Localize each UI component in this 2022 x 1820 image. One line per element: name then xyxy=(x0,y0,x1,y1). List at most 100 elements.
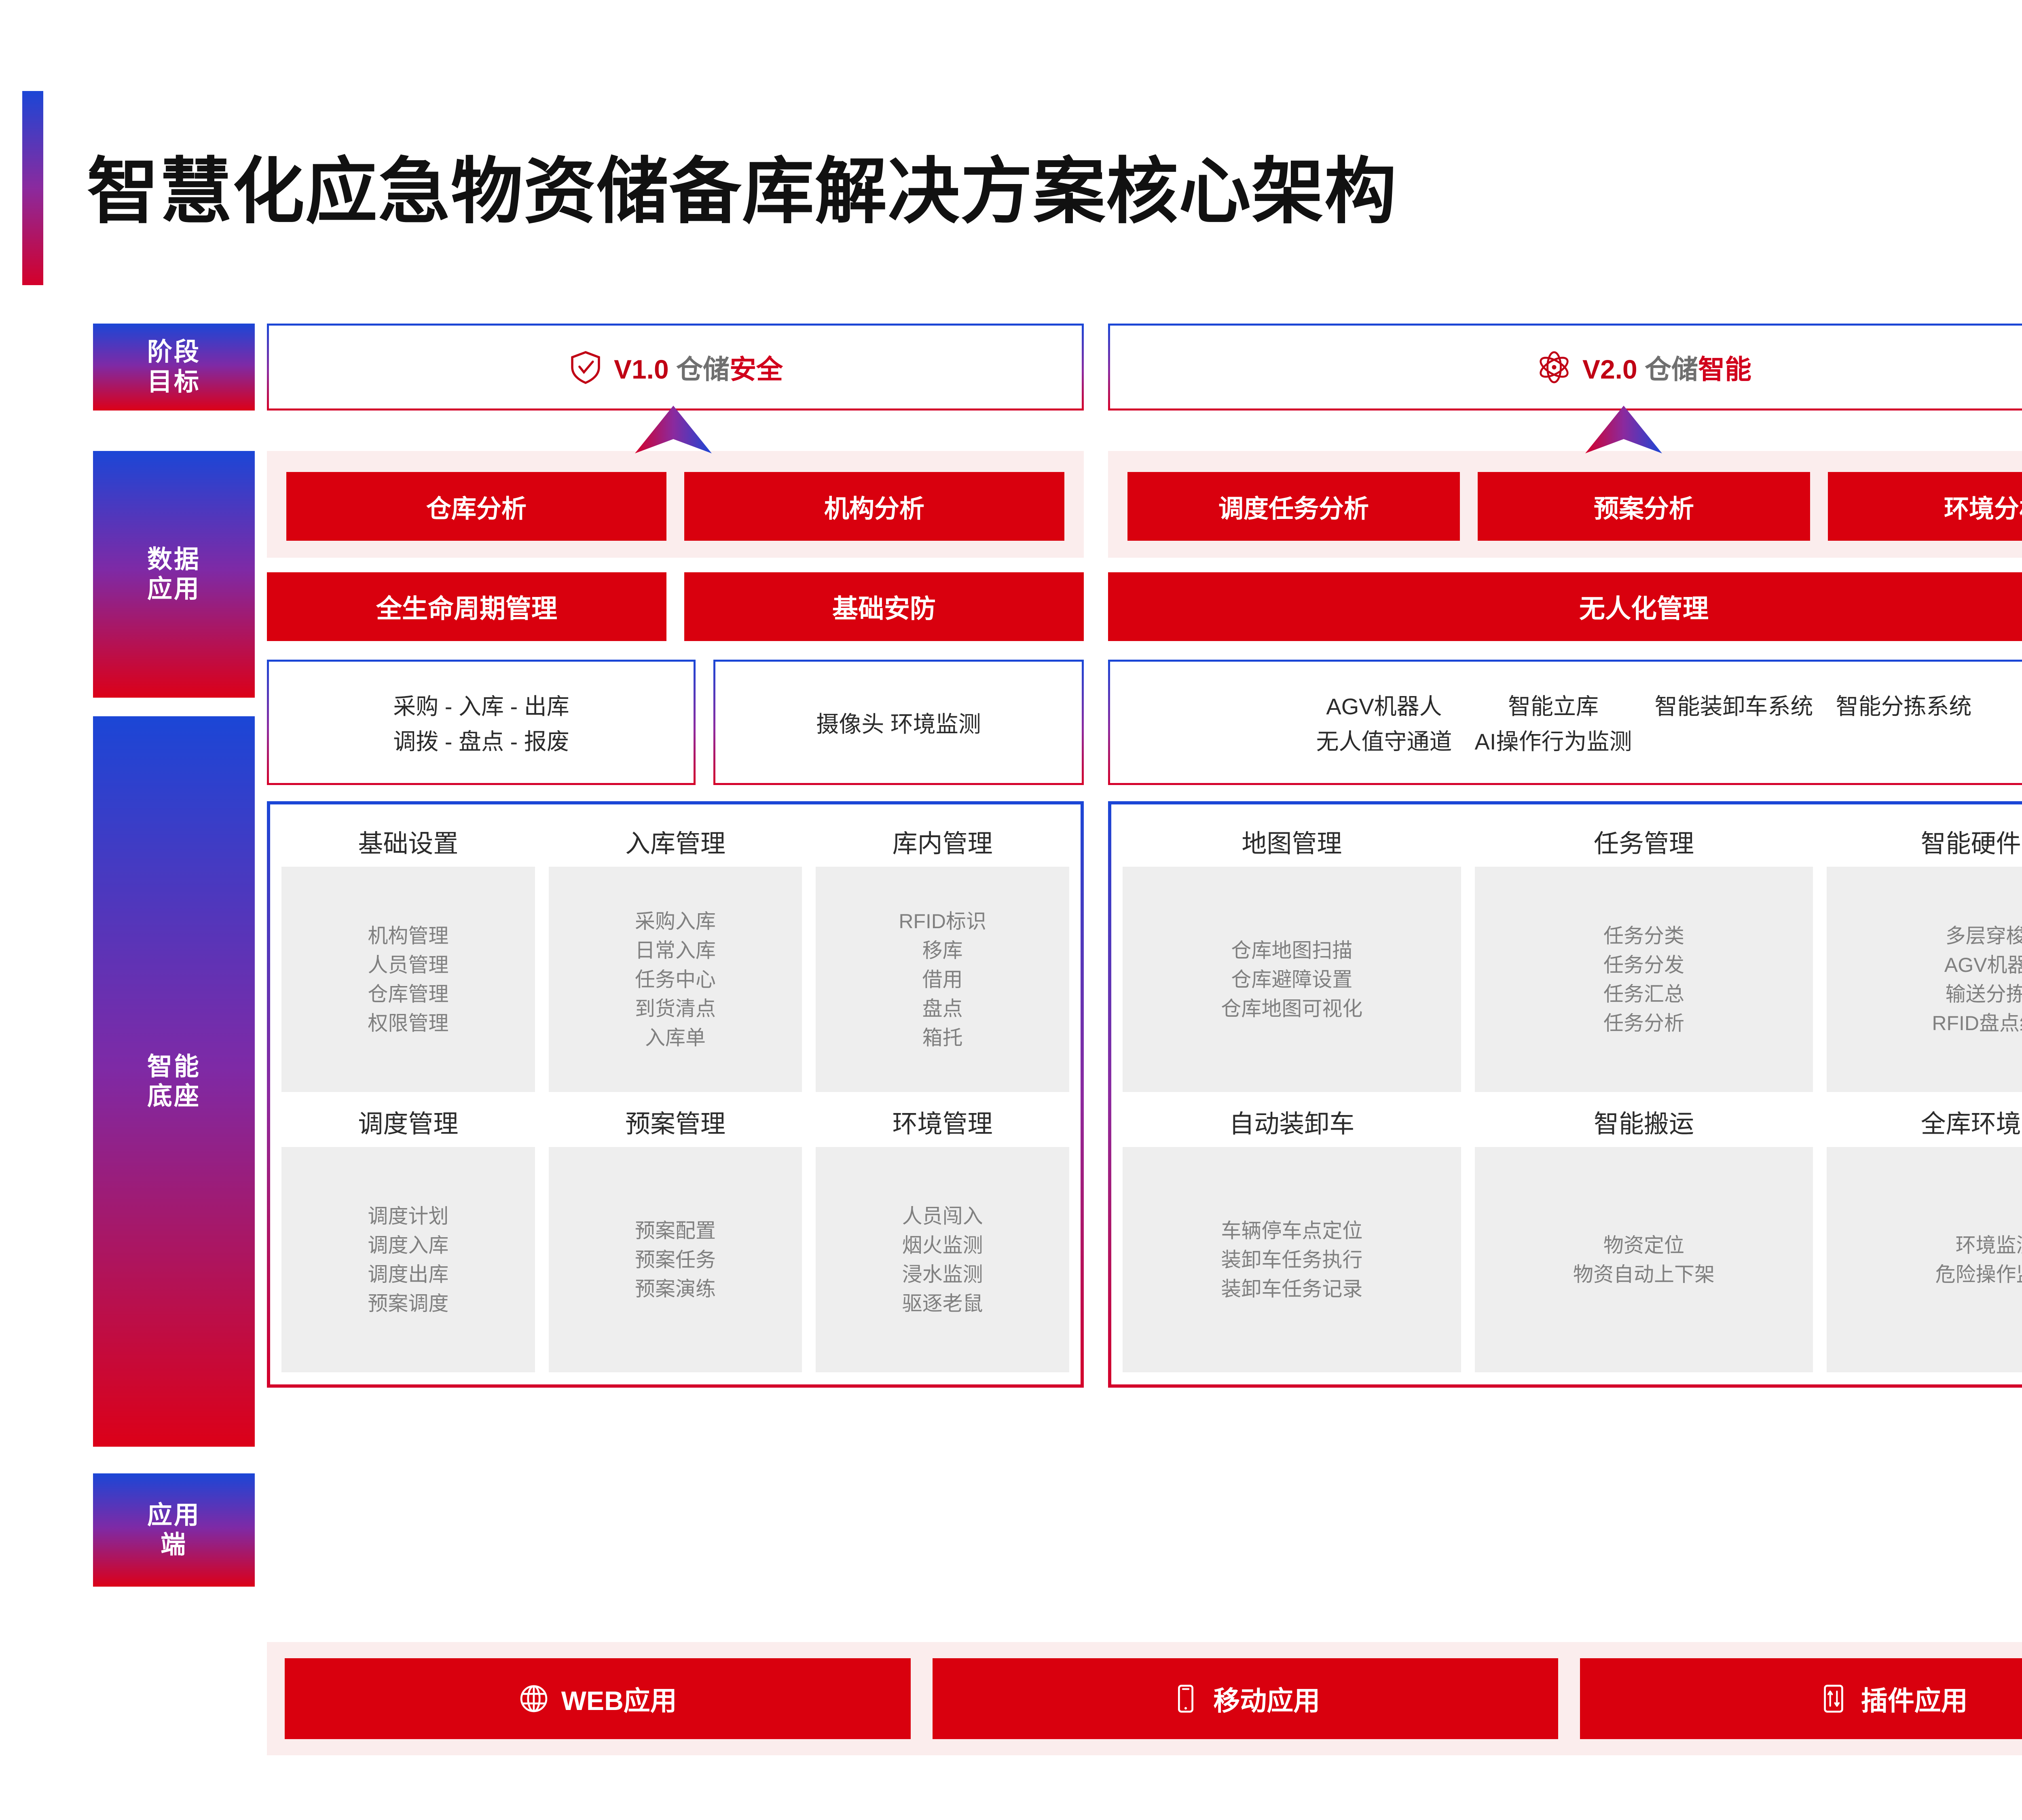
module-panel-v1: 基础设置 机构管理 人员管理 仓库管理 权限管理 入库管理 采购入库 日常入库 xyxy=(267,801,1084,1388)
arrow-up-icon-v2 xyxy=(1585,406,1662,453)
module-cell[interactable]: 智能搬运 物资定位 物资自动上下架 xyxy=(1474,1098,1813,1372)
capability-group-v1: 采购 - 入库 - 出库 调拨 - 盘点 - 报废 摄像头 环境监测 xyxy=(267,660,1084,785)
app-button-label: 插件应用 xyxy=(1861,1686,1968,1716)
app-button-label: WEB应用 xyxy=(561,1686,677,1716)
atom-icon xyxy=(1540,351,1569,383)
module-cell[interactable]: 调度管理 调度计划 调度入库 调度出库 预案调度 xyxy=(281,1098,535,1372)
app-button-mobile[interactable]: 移动应用 xyxy=(932,1658,1558,1739)
sidebar-label-intelligent-base: 智能底座 xyxy=(147,1052,201,1110)
app-button-label: 移动应用 xyxy=(1213,1686,1320,1716)
capability-item: 采购 - 入库 - 出库 xyxy=(393,694,569,719)
data-chip[interactable]: 机构分析 xyxy=(684,472,1064,541)
module-title: 全库环境管理 xyxy=(1920,1110,2022,1138)
capability-row: 采购 - 入库 - 出库 调拨 - 盘点 - 报废 摄像头 环境监测 AGV机器… xyxy=(267,660,2022,785)
module-item: 环境监测 xyxy=(1955,1234,2022,1257)
module-item-list: 仓库地图扫描 仓库避障设置 仓库地图可视化 xyxy=(1123,867,1461,1092)
app-button-plugin[interactable]: 插件应用 xyxy=(1580,1658,2022,1739)
module-item: 任务分类 xyxy=(1603,924,1684,947)
sidebar-label-data-application: 数据应用 xyxy=(147,545,201,603)
capability-item: AI操作行为监测 xyxy=(1474,729,1632,754)
capability-item: 调拨 - 盘点 - 报废 xyxy=(393,729,569,754)
plugin-icon xyxy=(1824,1685,1843,1713)
capability-item-empty xyxy=(1654,724,1813,756)
data-chip[interactable]: 调度任务分析 xyxy=(1127,472,1460,541)
sidebar-item-intelligent-base[interactable]: 智能底座 xyxy=(93,716,255,1447)
module-cell[interactable]: 地图管理 仓库地图扫描 仓库避障设置 仓库地图可视化 xyxy=(1123,818,1461,1092)
module-cell[interactable]: 入库管理 采购入库 日常入库 任务中心 到货清点 入库单 xyxy=(548,818,802,1092)
module-item-list: 人员闯入 烟火监测 浸水监测 驱逐老鼠 xyxy=(816,1147,1069,1372)
module-title: 调度管理 xyxy=(358,1110,459,1138)
phase-label-v1: V1.0 仓储安全 xyxy=(614,348,783,387)
module-item-list: 环境监测 危险操作监测 xyxy=(1827,1147,2022,1372)
management-banner[interactable]: 全生命周期管理 xyxy=(267,572,666,641)
module-cell[interactable]: 库内管理 RFID标识 移库 借用 盘点 箱托 xyxy=(816,818,1069,1092)
module-item: 驱逐老鼠 xyxy=(902,1292,983,1315)
sidebar-item-application-end[interactable]: 应用端 xyxy=(93,1473,255,1587)
module-cell[interactable]: 自动装卸车 车辆停车点定位 装卸车任务执行 装卸车任务记录 xyxy=(1123,1098,1461,1372)
module-title: 库内管理 xyxy=(892,830,993,858)
phase-version-v1: V1.0 xyxy=(613,354,669,384)
module-panel-v2: 地图管理 仓库地图扫描 仓库避障设置 仓库地图可视化 任务管理 任务分类 任务分… xyxy=(1108,801,2022,1388)
globe-icon xyxy=(520,1685,547,1712)
module-item: 箱托 xyxy=(922,1026,963,1049)
module-cell[interactable]: 基础设置 机构管理 人员管理 仓库管理 权限管理 xyxy=(281,818,535,1092)
module-cell[interactable]: 环境管理 人员闯入 烟火监测 浸水监测 驱逐老鼠 xyxy=(816,1098,1069,1372)
module-item: 任务分析 xyxy=(1603,1012,1684,1035)
capability-item: 无人值守通道 xyxy=(1316,729,1452,754)
management-banner-row: 全生命周期管理 基础安防 无人化管理 AI物资需求预测 供需匹配算法模型 xyxy=(267,572,2022,641)
module-item: 调度计划 xyxy=(368,1204,449,1227)
module-item: 多层穿梭车 xyxy=(1945,924,2022,947)
capability-box-security[interactable]: 摄像头 环境监测 xyxy=(713,660,1084,785)
module-title: 预案管理 xyxy=(625,1110,725,1138)
application-endpoint-row: WEB应用 移动应用 插件应用 A xyxy=(267,1642,2022,1755)
module-row: 基础设置 机构管理 人员管理 仓库管理 权限管理 入库管理 采购入库 日常入库 xyxy=(267,801,2022,1388)
data-chip[interactable]: 仓库分析 xyxy=(286,472,666,541)
capability-item: 智能立库 xyxy=(1508,694,1599,719)
phase-label-v2: V2.0 仓储智能 xyxy=(1582,348,1751,387)
phase-version-v2: V2.0 xyxy=(1582,354,1637,384)
management-banner[interactable]: 无人化管理 xyxy=(1108,572,2022,641)
arrow-up-icon-v1 xyxy=(635,406,712,453)
data-chip[interactable]: 环境分析 xyxy=(1828,472,2022,541)
module-item: 仓库地图扫描 xyxy=(1231,939,1353,962)
capability-box-lifecycle[interactable]: 采购 - 入库 - 出库 调拨 - 盘点 - 报废 xyxy=(267,660,696,785)
module-item-list: RFID标识 移库 借用 盘点 箱托 xyxy=(816,867,1069,1092)
sidebar-label-phase-goal: 阶段目标 xyxy=(147,338,201,396)
module-grid-v2: 地图管理 仓库地图扫描 仓库避障设置 仓库地图可视化 任务管理 任务分类 任务分… xyxy=(1123,818,2022,1372)
sidebar-item-phase-goal[interactable]: 阶段目标 xyxy=(93,324,255,411)
module-item: 采购入库 xyxy=(635,910,716,933)
module-item: 预案调度 xyxy=(368,1292,449,1315)
page-title: 智慧化应急物资储备库解决方案核心架构 xyxy=(87,151,1397,232)
module-cell[interactable]: 任务管理 任务分类 任务分发 任务汇总 任务分析 xyxy=(1474,818,1813,1092)
module-item-list: 采购入库 日常入库 任务中心 到货清点 入库单 xyxy=(548,867,802,1092)
module-item: RFID盘点终端 xyxy=(1932,1012,2022,1035)
module-item: 浸水监测 xyxy=(902,1263,983,1286)
module-item: 调度入库 xyxy=(368,1234,449,1257)
module-item: 预案演练 xyxy=(635,1277,716,1300)
module-title: 智能硬件管理 xyxy=(1920,830,2022,858)
data-chip[interactable]: 预案分析 xyxy=(1478,472,1810,541)
capability-box-unmanned[interactable]: AGV机器人 智能立库 智能装卸车系统 智能分拣系统 无人值守通道 AI操作行为… xyxy=(1108,660,2022,785)
module-item: 移库 xyxy=(922,939,963,962)
module-cell[interactable]: 预案管理 预案配置 预案任务 预案演练 xyxy=(548,1098,802,1372)
app-button-web[interactable]: WEB应用 xyxy=(285,1658,911,1739)
capability-item-empty xyxy=(1836,724,1971,756)
module-title: 基础设置 xyxy=(358,830,459,858)
module-cell[interactable]: 全库环境管理 环境监测 危险操作监测 xyxy=(1827,1098,2022,1372)
sidebar-label-application-end: 应用端 xyxy=(147,1501,201,1559)
management-banner[interactable]: 基础安防 xyxy=(684,572,1084,641)
phase-card-v2[interactable]: V2.0 仓储智能 xyxy=(1108,324,2022,411)
module-item: 车辆停车点定位 xyxy=(1221,1219,1363,1242)
data-chip-group-v1: 仓库分析 机构分析 xyxy=(286,472,1064,541)
module-cell[interactable]: 智能硬件管理 多层穿梭车 AGV机器人 输送分拣线 RFID盘点终端 xyxy=(1827,818,2022,1092)
module-item: 任务分发 xyxy=(1603,953,1684,976)
module-item: 机构管理 xyxy=(368,924,449,947)
module-item-list: 多层穿梭车 AGV机器人 输送分拣线 RFID盘点终端 xyxy=(1827,867,2022,1092)
module-item: 烟火监测 xyxy=(902,1234,983,1257)
module-item: AGV机器人 xyxy=(1944,953,2022,976)
capability-item: 摄像头 环境监测 xyxy=(816,711,981,737)
module-item: 预案配置 xyxy=(635,1219,716,1242)
phase-card-v1[interactable]: V1.0 仓储安全 xyxy=(267,324,1084,411)
sidebar-item-data-application[interactable]: 数据应用 xyxy=(93,451,255,698)
